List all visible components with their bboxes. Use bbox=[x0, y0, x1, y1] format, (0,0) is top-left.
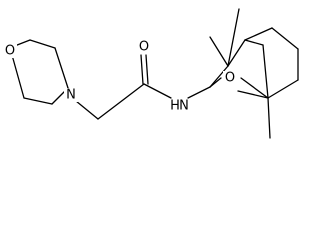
bridge-oxygen-label: O bbox=[225, 71, 235, 86]
bond-quaternary-methyl-up bbox=[227, 8, 240, 67]
bonds bbox=[11, 8, 299, 139]
bond-bottom-bridgehead bbox=[267, 79, 299, 99]
bond-carbonyl-double-2 bbox=[145, 54, 149, 85]
bond-bridgehead-top bbox=[262, 44, 269, 99]
bond-right-lower-right bbox=[271, 27, 299, 50]
amide-hydrogen-label: H bbox=[170, 99, 180, 114]
carbonyl-oxygen-label: O bbox=[139, 40, 149, 55]
molecule-diagram: O N O N H O bbox=[3, 8, 299, 139]
morpholine-nitrogen-label: N bbox=[66, 88, 76, 103]
bond-bridgehead-bridge-o bbox=[240, 77, 269, 99]
amide-nitrogen-label: N bbox=[179, 99, 189, 114]
bond-n-bicyclic-ch bbox=[187, 86, 211, 99]
bond-bridgehead-lower bbox=[237, 90, 269, 99]
bond-bridgehead-methyl bbox=[267, 97, 271, 139]
bond-ch-quaternary-c bbox=[209, 65, 229, 88]
bond-top-right bbox=[244, 27, 273, 41]
bond-morph-upper-right-n bbox=[54, 47, 69, 89]
bond-carbonyl-c-n bbox=[143, 83, 172, 99]
bond-morph-lower-right-lower-left bbox=[23, 97, 53, 105]
bond-ch2-carbonyl-c bbox=[97, 83, 145, 120]
bond-carbonyl-double-1 bbox=[140, 54, 144, 85]
bond-quaternary-upper-top bbox=[227, 39, 246, 67]
morpholine-oxygen-label: O bbox=[5, 44, 15, 59]
bond-n-ch2 bbox=[75, 100, 99, 120]
bond-top-bridge bbox=[244, 39, 264, 46]
bond-morph-upper-left-upper-right bbox=[29, 39, 56, 49]
bond-quaternary-methyl-left bbox=[209, 36, 229, 67]
atom-labels: O N O N H O bbox=[3, 40, 237, 114]
bond-morph-lower-left-o bbox=[11, 54, 25, 99]
